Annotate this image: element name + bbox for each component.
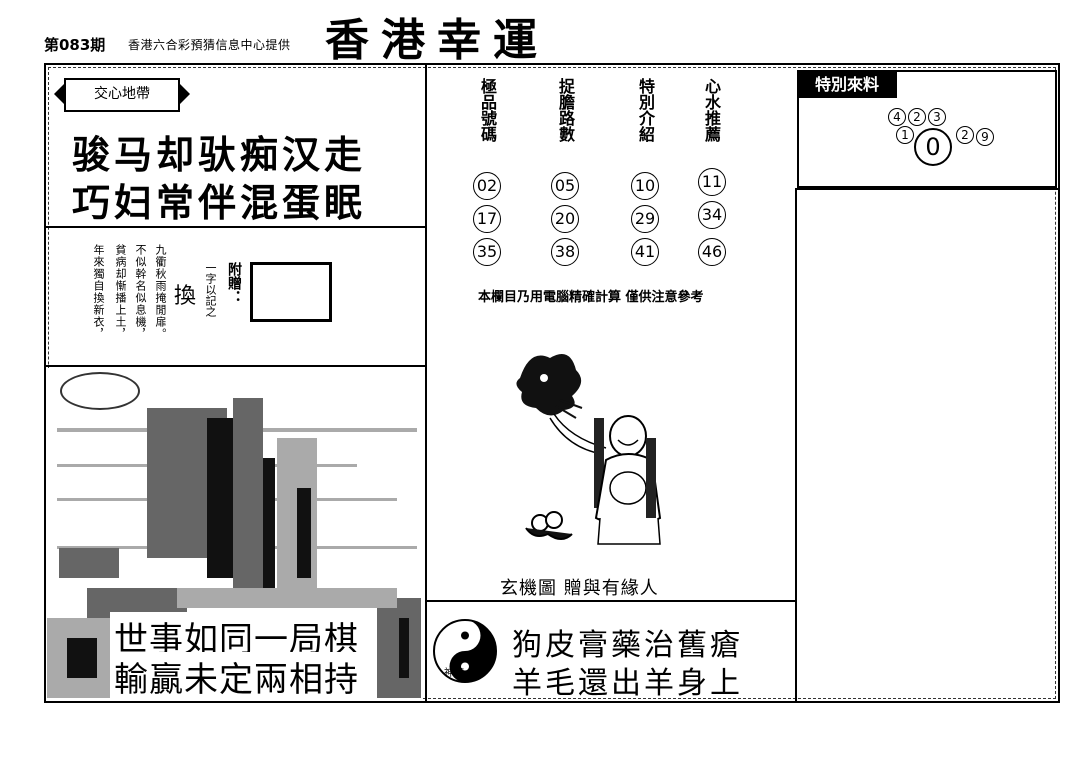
riddle-col-1: 九衢秋雨掩閒扉。 [154, 244, 167, 340]
emblem-label: 神鑒 [444, 666, 464, 679]
answer-box [250, 262, 332, 322]
divider-left-1 [44, 226, 425, 228]
special-digit: 2 [956, 126, 974, 144]
headline-line-2: 巧妇常伴混蛋眠 [72, 180, 367, 225]
number-ball: 38 [551, 238, 579, 266]
riddle-hint: 一字以記之 [204, 262, 217, 317]
riddle-col-3: 貧病却慚播上土， [114, 244, 127, 340]
photo-collage [47, 368, 423, 700]
special-center-digit: 0 [914, 128, 952, 166]
special-digit: 4 [888, 108, 906, 126]
number-ball: 17 [473, 205, 501, 233]
col-header-1: 極品號碼 [478, 78, 497, 142]
bottom-line-2: 羊毛還出羊身上 [512, 666, 743, 701]
number-ball: 02 [473, 172, 501, 200]
riddle-fuzeng: 附贈： [226, 262, 242, 304]
col-header-4: 心水推薦 [702, 78, 721, 142]
page-title: 香港幸運 [325, 15, 549, 66]
number-ball: 10 [631, 172, 659, 200]
divider-special [795, 188, 1060, 190]
issue-number: 第083期 [44, 36, 106, 54]
number-ball: 20 [551, 205, 579, 233]
special-digit: 3 [928, 108, 946, 126]
riddle-huan: 換 [174, 284, 197, 309]
dragon-head-icon [516, 354, 583, 419]
number-ball: 05 [551, 172, 579, 200]
special-digit: 1 [896, 126, 914, 144]
number-ball: 35 [473, 238, 501, 266]
divider-vertical-right [795, 190, 797, 702]
number-ball: 41 [631, 238, 659, 266]
divider-right-1 [425, 600, 797, 602]
col-header-3: 特別介紹 [636, 78, 655, 142]
divider-left-2 [44, 365, 425, 367]
special-digit: 2 [908, 108, 926, 126]
provider-text: 香港六合彩預猜信息中心提供 [128, 38, 291, 52]
poem-line-2: 輸贏未定兩相持 [110, 652, 363, 701]
buddha-icon [594, 415, 662, 545]
riddle-col-2: 不似幹名似息機， [134, 244, 147, 340]
number-ball: 29 [631, 205, 659, 233]
divider-vertical-left [425, 63, 427, 703]
flower-icon [525, 511, 573, 540]
col-header-2: 捉膽路數 [556, 78, 575, 142]
section-tag: 交心地帶 [54, 78, 190, 112]
illustration-dragon-buddha [516, 354, 662, 545]
yin-yang-icon: 神鑒 [433, 619, 497, 683]
number-ball: 34 [698, 201, 726, 229]
special-label: 特別來料 [797, 72, 897, 98]
number-ball: 11 [698, 168, 726, 196]
bottom-line-1: 狗皮膏藥治舊瘡 [512, 628, 743, 663]
riddle-col-4: 年來獨自換新衣， [92, 244, 105, 340]
picture-caption: 玄機圖 贈與有緣人 [500, 578, 659, 599]
disclaimer-note: 本欄目乃用電腦精確計算 僅供注意參考 [478, 290, 704, 305]
number-ball: 46 [698, 238, 726, 266]
special-digit: 9 [976, 128, 994, 146]
thought-cloud [60, 372, 140, 410]
special-box [797, 70, 1057, 188]
headline-line-1: 骏马却驮痴汉走 [72, 132, 367, 177]
